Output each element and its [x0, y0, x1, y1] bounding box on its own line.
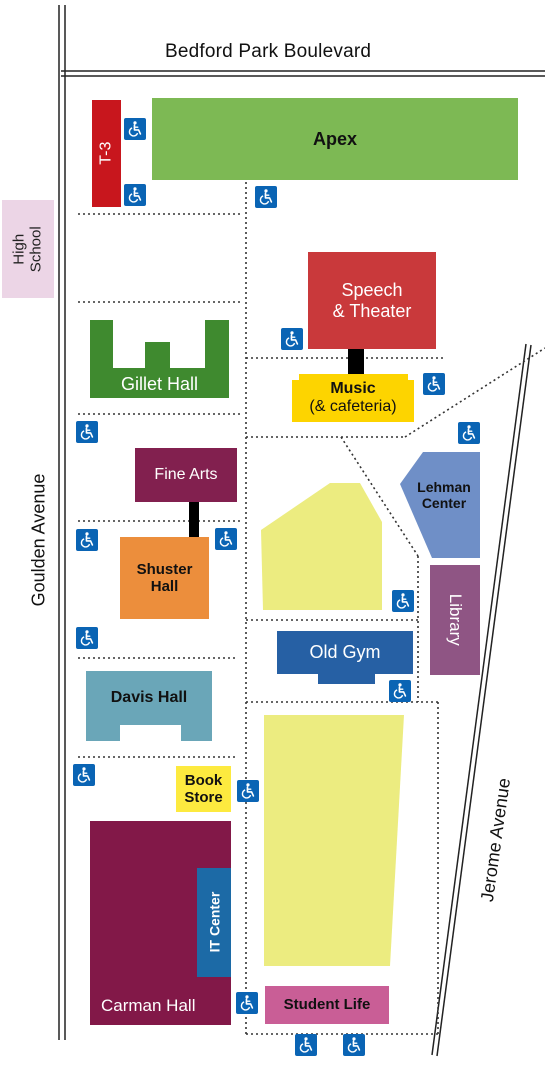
wheelchair-icon — [237, 780, 259, 802]
wheelchair-icon — [73, 764, 95, 786]
building-book-store[interactable]: Book Store — [176, 766, 231, 812]
wheelchair-icon — [458, 422, 480, 444]
building-lehman-center-label-2: Center — [421, 495, 467, 511]
building-fine-arts[interactable]: Fine Arts — [135, 448, 237, 502]
wheelchair-icon — [281, 328, 303, 350]
street-label-goulden-avenue: Goulden Avenue — [28, 473, 49, 607]
wheelchair-icon — [124, 118, 146, 140]
building-student-life-label: Student Life — [283, 996, 371, 1014]
wheelchair-icon — [215, 528, 237, 550]
building-speech-theater-label-1: Speech — [341, 279, 403, 300]
wheelchair-icon — [76, 529, 98, 551]
building-music[interactable]: Music (& cafeteria) — [292, 374, 414, 422]
building-fine-arts-label: Fine Arts — [154, 465, 218, 483]
wheelchair-icon — [76, 421, 98, 443]
wheelchair-icon — [255, 186, 277, 208]
street-label-bedford-park-boulevard: Bedford Park Boulevard — [165, 41, 372, 62]
building-old-gym[interactable]: Old Gym — [277, 631, 413, 674]
connector-finearts-shuster — [189, 502, 199, 538]
building-shuster-hall[interactable]: Shuster Hall — [120, 537, 209, 619]
building-it-center-label: IT Center — [205, 892, 222, 953]
quad-open-space — [261, 483, 382, 610]
field-open-space — [264, 715, 404, 966]
building-music-label-2: (& cafeteria) — [309, 398, 397, 415]
jerome-avenue-line-1 — [431, 343, 527, 1056]
wheelchair-icon — [389, 680, 411, 702]
building-apex-label: Apex — [312, 128, 357, 149]
building-book-store-label-1: Book — [184, 771, 223, 789]
building-davis-hall[interactable]: Davis Hall — [86, 671, 212, 725]
building-t3-label: T-3 — [97, 141, 115, 166]
building-high-school[interactable]: High School — [2, 200, 54, 298]
building-speech-theater[interactable]: Speech & Theater — [308, 252, 436, 349]
building-shuster-hall-label-1: Shuster — [136, 560, 193, 578]
building-carman-hall-label: Carman Hall — [101, 996, 196, 1016]
building-music-label-1: Music — [330, 379, 376, 397]
building-student-life[interactable]: Student Life — [265, 986, 389, 1024]
music-shape — [292, 374, 414, 422]
wheelchair-icon — [423, 373, 445, 395]
building-davis-hall-label: Davis Hall — [110, 688, 188, 706]
building-apex[interactable]: Apex — [152, 98, 518, 180]
building-gillet-hall[interactable]: Gillet Hall — [90, 370, 229, 398]
wheelchair-icon — [295, 1034, 317, 1056]
wheelchair-icon — [343, 1034, 365, 1056]
building-lehman-center-label-1: Lehman — [417, 478, 471, 495]
building-high-school-label-1: High — [10, 233, 28, 265]
davis-hall-shape — [86, 671, 212, 741]
building-t3[interactable]: T-3 — [92, 100, 121, 207]
wheelchair-icon — [76, 627, 98, 649]
jerome-avenue-line-2 — [436, 344, 532, 1057]
building-it-center[interactable]: IT Center — [197, 868, 231, 977]
wheelchair-icon — [392, 590, 414, 612]
wheelchair-icon — [124, 184, 146, 206]
gillet-hall-shape — [90, 320, 229, 398]
walkways — [78, 182, 545, 1036]
building-book-store-label-2: Store — [184, 789, 223, 806]
connector-speech-music — [348, 348, 364, 374]
building-old-gym-label: Old Gym — [309, 642, 381, 663]
building-lehman-center[interactable]: Lehman Center — [408, 470, 480, 520]
building-gillet-hall-label: Gillet Hall — [120, 373, 199, 394]
building-shuster-hall-label-2: Hall — [150, 578, 179, 595]
building-library-label: Library — [445, 594, 465, 646]
building-high-school-label-2: School — [28, 226, 45, 272]
old-gym-shape — [277, 631, 413, 684]
building-speech-theater-label-2: & Theater — [332, 300, 412, 321]
building-library[interactable]: Library — [430, 565, 480, 675]
lehman-center-shape — [400, 452, 480, 558]
wheelchair-icon — [236, 992, 258, 1014]
